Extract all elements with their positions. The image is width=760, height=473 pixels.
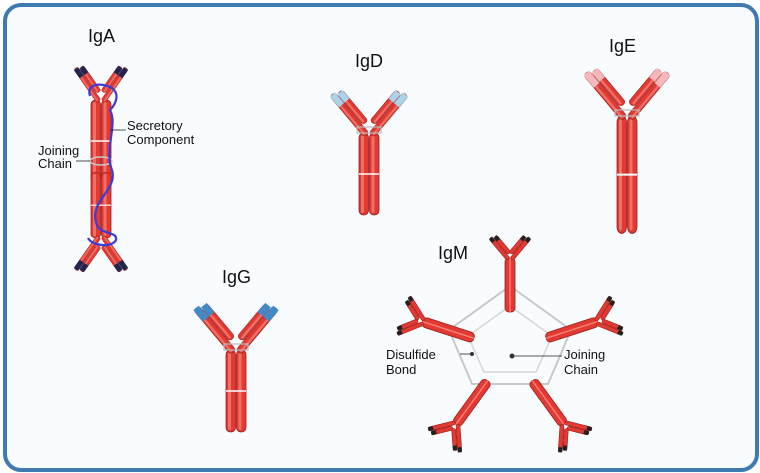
label-igm: IgM <box>438 243 468 263</box>
label-ige: IgE <box>609 36 636 56</box>
label-igm-joining-chain-line2: Chain <box>564 362 598 377</box>
igg-antibody <box>193 300 279 433</box>
diagram-frame <box>3 3 759 472</box>
label-igg: IgG <box>222 267 251 287</box>
label-igm-joining-chain-line1: Joining <box>564 347 605 362</box>
label-disulfide-bond-line1: Disulfide <box>386 347 436 362</box>
label-iga: IgA <box>88 26 115 46</box>
label-igd: IgD <box>355 51 383 71</box>
label-disulfide-bond-line2: Bond <box>386 362 416 377</box>
iga-secretory-component <box>87 83 118 247</box>
ige-antibody <box>583 65 671 235</box>
label-secretory-component-line2: Component <box>127 132 195 147</box>
igm-antibody <box>394 233 626 454</box>
label-secretory-component-line1: Secretory <box>127 118 183 133</box>
label-joining-chain-line1: Joining <box>38 143 79 158</box>
label-joining-chain-line2: Chain <box>38 156 72 171</box>
igm-joining-chain <box>509 353 515 359</box>
iga-antibody <box>73 63 129 275</box>
igd-antibody <box>329 87 409 216</box>
